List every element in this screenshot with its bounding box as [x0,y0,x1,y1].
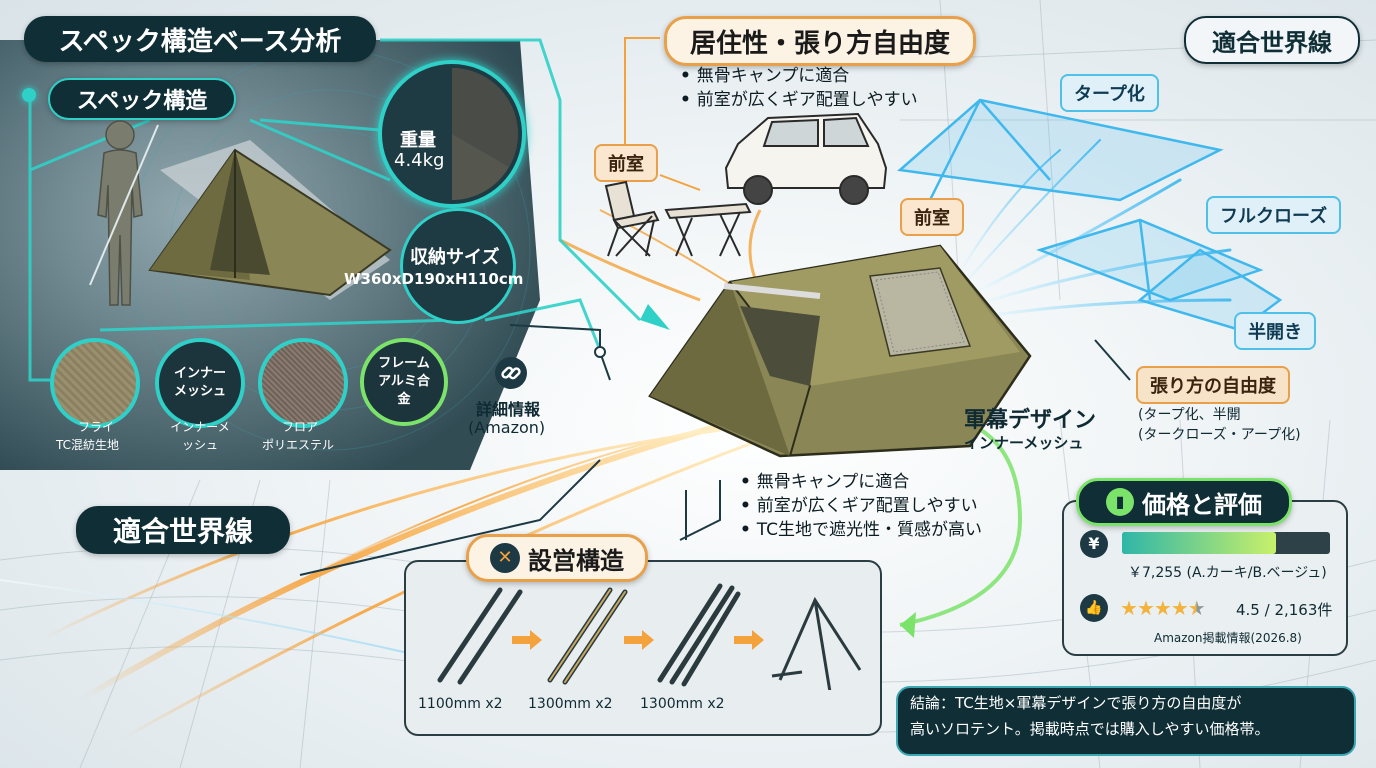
inner-mesh-circle: インナーメッシュ [155,338,245,428]
worldline-top-label: 適合世界線 [1184,16,1360,64]
detail-link-line1[interactable]: 詳細情報 [476,400,541,419]
living-bullet: 前室が広くギア配置しやすい [680,88,918,112]
yen-icon: ¥ [1080,530,1108,558]
price-title: ▮ 価格と評価 [1076,478,1292,526]
fly-name: フライ [78,420,115,434]
pole-illustration [437,583,862,690]
small-tent-image [148,140,392,300]
floor-detail: ポリエステル [262,438,335,452]
pitch-freedom-note2: (タークローズ・アープ化) [1138,427,1301,443]
suv-illustration [724,112,888,205]
pole-spec-1: 1100mm x2 [418,696,503,712]
fly-detail: TC混紡生地 [56,438,120,452]
detail-link-line2[interactable]: (Amazon) [468,418,546,437]
page-title: スペック構造ベース分析 [24,16,376,62]
arrow-right-icon [512,630,542,650]
fly-material-swatch [50,338,140,428]
star-icon: ★ [1187,596,1206,620]
rating-text: 4.5 / 2,163件 [1236,601,1333,619]
price-text: ￥7,255 (A.カーキ/B.ベージュ) [1128,565,1327,581]
setup-title-text: 設営構造 [528,546,624,575]
price-title-text: 価格と評価 [1142,490,1262,519]
feature-bullet: TC生地で遮光性・質感が高い [740,518,982,542]
pitch-freedom-note1: (タープ化、半開 [1138,407,1241,423]
pole-spec-2: 1300mm x2 [528,696,613,712]
arrow-right-icon [624,630,654,650]
feature-bullet: 無骨キャンプに適合 [740,470,982,494]
design-title: 軍幕デザイン [964,408,1097,433]
feature-bullet: 前室が広くギア配置しやすい [740,494,982,518]
pitch-mode-fullclose: フルクローズ [1206,196,1342,234]
setup-title: ✕ 設営構造 [466,534,648,582]
frame-circle: フレームアルミ合金 [360,338,448,426]
conclusion-line1: 結論：TC生地×軍幕デザインで張り方の自由度が [910,694,1242,712]
price-bar-track [1122,532,1330,554]
design-subtitle: インナーメッシュ [964,434,1084,452]
floor-name: フロア [282,420,319,434]
conclusion-line2: 高いソロテント。掲載時点では購入しやすい価格帯。 [910,720,1270,738]
chart-icon: ▮ [1106,488,1134,516]
link-icon[interactable] [494,356,528,390]
rating-stars: ★★★★★ [1120,596,1206,620]
pitch-freedom-label: 張り方の自由度 [1136,366,1290,404]
main-tent-image [648,244,1032,458]
feature-bullets: 無骨キャンプに適合 前室が広くギア配置しやすい TC生地で遮光性・質感が高い [740,470,982,542]
person-silhouette [89,120,159,306]
inner-name: インナーメッシュ [170,420,230,452]
conclusion-box [896,686,1356,756]
living-bullet: 無骨キャンプに適合 [680,64,918,88]
fabric-swatch-icon [452,68,518,200]
star-icon: ★ [1170,596,1189,620]
packed-size-circle [400,208,516,324]
price-bar-fill [1122,532,1276,554]
worldline-left-label: 適合世界線 [76,506,290,554]
weight-label: 重量 [400,130,436,151]
frame-circle-label: フレームアルミ合金 [378,356,430,407]
pitch-mode-tarp: タープ化 [1060,74,1159,112]
pole-spec-3: 1300mm x2 [640,696,725,712]
spec-structure-label: スペック構造 [48,78,236,120]
packed-size-label: 収納サイズ [410,247,500,268]
star-icon: ★ [1120,596,1138,620]
thumb-icon: 👍 [1080,594,1108,622]
price-source: Amazon掲載情報(2026.8) [1154,631,1302,645]
vestibule-tag-right: 前室 [900,198,964,236]
wrench-icon: ✕ [490,543,520,573]
star-icon: ★ [1153,596,1172,620]
weight-value: 4.4kg [394,150,445,171]
chair-table-illustration [604,180,752,257]
living-title: 居住性・張り方自由度 [664,16,976,66]
inner-mesh-circle-label: インナーメッシュ [173,366,226,399]
floor-material-swatch [258,338,348,428]
living-bullets: 無骨キャンプに適合 前室が広くギア配置しやすい [680,64,918,112]
star-icon: ★ [1136,596,1155,620]
packed-size-value: W360xD190xH110cm [344,270,524,288]
price-card [1062,500,1348,656]
pitch-mode-halfopen: 半開き [1234,312,1316,350]
arrow-right-icon [734,630,764,650]
spec-dot [22,88,36,102]
